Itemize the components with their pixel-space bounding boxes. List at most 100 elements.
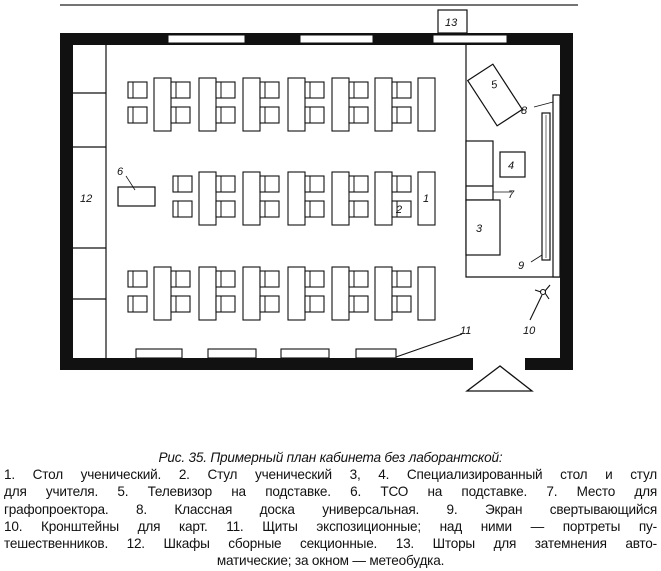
classroom-floor-plan: 13 12 3 4 5 7 8 9 10 6 <box>60 4 578 392</box>
figure-caption: Рис. 35. Примерный план кабинета без лаб… <box>4 449 657 569</box>
window <box>432 34 508 44</box>
bottom-wall-left <box>60 358 473 370</box>
label-2: 2 <box>395 204 402 216</box>
teacher-chair-4 <box>499 151 526 178</box>
student-chair <box>304 270 325 288</box>
caption-line: матические; за окном — метеобудка. <box>216 553 445 569</box>
student-chair <box>170 81 191 99</box>
tv-stand-5 <box>466 63 524 127</box>
right-wall <box>560 33 573 370</box>
student-chair <box>259 175 280 193</box>
projector-place-7 <box>465 140 494 201</box>
label-10: 10 <box>523 325 536 337</box>
student-chair <box>215 295 236 313</box>
label-13: 13 <box>445 17 458 29</box>
student-chair <box>215 270 236 288</box>
student-chair <box>127 81 148 99</box>
chalkboard-8 <box>552 94 561 278</box>
blinds-13: 13 <box>437 9 468 34</box>
caption-line: графопроектора. 8. Классная доска универ… <box>4 501 657 517</box>
student-desk <box>287 77 306 132</box>
student-chair <box>391 175 412 193</box>
student-chair <box>259 270 280 288</box>
caption-line: для учителя. 5. Телевизор на подставке. … <box>4 484 657 500</box>
student-desk <box>153 266 172 321</box>
student-chair <box>172 200 193 218</box>
student-chair <box>172 175 193 193</box>
student-chair <box>304 106 325 124</box>
student-chair <box>304 175 325 193</box>
window <box>167 34 246 44</box>
cabinets-12 <box>73 45 107 358</box>
tso-stand-6 <box>117 186 156 207</box>
student-chair <box>259 106 280 124</box>
label-7: 7 <box>508 189 515 201</box>
window <box>299 34 374 44</box>
student-chair <box>259 81 280 99</box>
label-6: 6 <box>117 166 124 178</box>
bottom-wall-right <box>525 358 573 370</box>
student-desk <box>242 171 261 226</box>
label-4: 4 <box>508 160 514 172</box>
student-desk <box>198 171 217 226</box>
student-desk <box>287 171 306 226</box>
student-chair <box>391 270 412 288</box>
student-chair <box>304 295 325 313</box>
student-desk <box>374 77 393 132</box>
student-chair <box>170 295 191 313</box>
student-desk <box>417 77 436 132</box>
student-chair <box>127 270 148 288</box>
student-desk <box>331 77 350 132</box>
student-chair <box>391 106 412 124</box>
student-desk <box>374 266 393 321</box>
entrance-arrow-icon <box>465 365 534 392</box>
student-desk <box>417 266 436 321</box>
student-chair <box>215 81 236 99</box>
label-3: 3 <box>476 223 483 235</box>
student-chair <box>215 106 236 124</box>
left-wall <box>60 33 73 370</box>
caption-line: 10. Кронштейны для карт. 11. Щиты экспоз… <box>4 518 657 534</box>
label-11: 11 <box>460 325 471 337</box>
caption-line: тешественников. 12. Шкафы сборные секцио… <box>4 536 657 552</box>
leader-6 <box>125 175 136 191</box>
label-12: 12 <box>80 193 92 205</box>
teacher-desk-3 <box>465 199 501 256</box>
student-chair <box>391 81 412 99</box>
student-chair <box>259 295 280 313</box>
student-desk <box>417 171 436 226</box>
student-desk <box>287 266 306 321</box>
label-5: 5 <box>490 79 499 92</box>
label-8: 8 <box>521 105 528 117</box>
student-chair <box>215 200 236 218</box>
student-desk <box>374 171 393 226</box>
student-chair <box>127 106 148 124</box>
student-desk <box>153 77 172 132</box>
student-chair <box>170 270 191 288</box>
student-chair <box>215 175 236 193</box>
student-desk <box>331 266 350 321</box>
student-chair <box>304 81 325 99</box>
student-chair <box>304 200 325 218</box>
windows <box>167 34 508 44</box>
student-desks <box>127 77 436 321</box>
student-chair <box>348 270 369 288</box>
student-desk <box>242 266 261 321</box>
caption-line: 1. Стол ученический. 2. Стул ученический… <box>4 467 657 483</box>
map-bracket-10 <box>529 284 551 321</box>
teacher-zone <box>465 45 561 321</box>
student-chair <box>348 81 369 99</box>
student-chair <box>348 106 369 124</box>
label-1: 1 <box>423 193 429 205</box>
exhibition-boards-11 <box>135 333 463 359</box>
student-desk <box>198 77 217 132</box>
student-chair <box>170 106 191 124</box>
label-9: 9 <box>518 260 524 272</box>
student-chair <box>259 200 280 218</box>
student-chair <box>348 200 369 218</box>
student-chair <box>391 295 412 313</box>
caption-title: Рис. 35. Примерный план кабинета без лаб… <box>158 450 503 465</box>
student-chair <box>127 295 148 313</box>
student-chair <box>348 295 369 313</box>
student-chair <box>348 175 369 193</box>
